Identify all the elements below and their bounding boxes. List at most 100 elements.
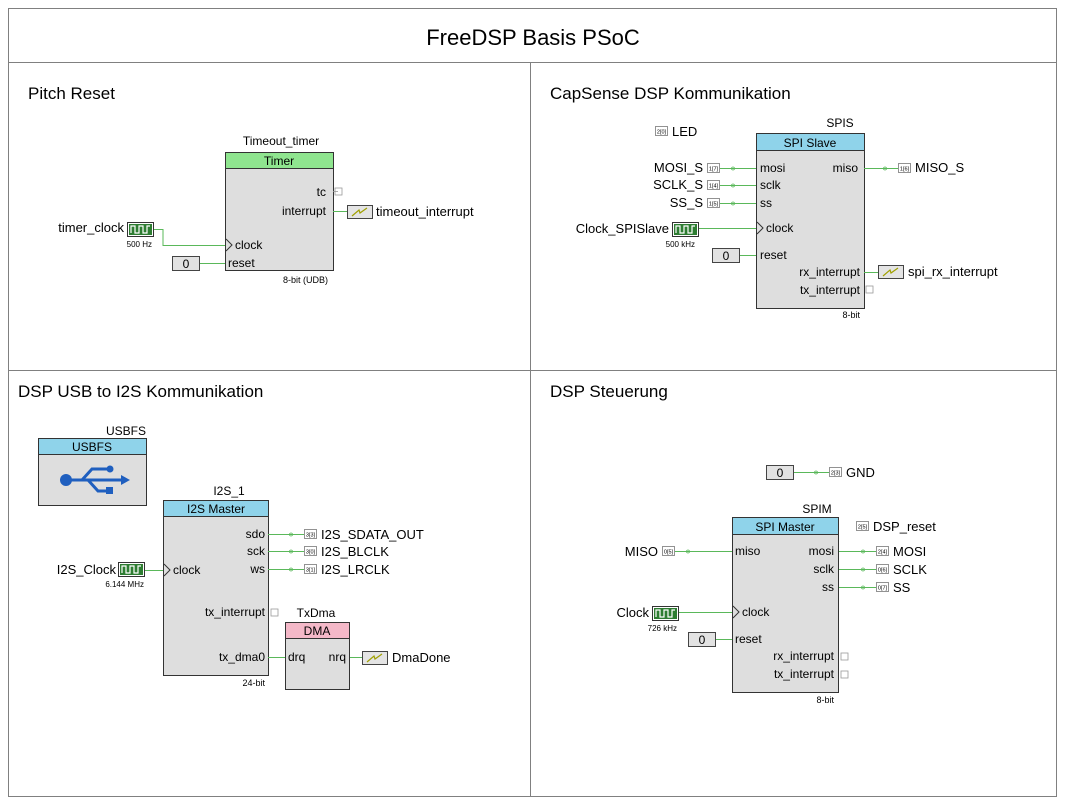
- spim-pin-tx-interrupt: tx_interrupt: [774, 667, 835, 681]
- timeout-interrupt-label: timeout_interrupt: [376, 204, 474, 219]
- svg-text:3[0]: 3[0]: [306, 550, 316, 556]
- svg-text:0[5]: 0[5]: [664, 550, 674, 556]
- mosi-s-pin-marker: 1[7]: [707, 163, 720, 173]
- section-pitch-reset: Pitch Reset Timeout_timer Timer tc inter…: [28, 84, 474, 285]
- sclk-pin-marker: 0[6]: [876, 564, 889, 574]
- spis-pin-clock: clock: [766, 221, 794, 235]
- timer-footer: 8-bit (UDB): [283, 275, 328, 285]
- spis-tx-open-terminal: [865, 285, 874, 294]
- section-steuerung: DSP Steuerung 0 2[3] GND 2[5] DSP_reset …: [550, 382, 936, 705]
- i2s-pin-tx-interrupt: tx_interrupt: [205, 605, 266, 619]
- svg-text:0: 0: [723, 249, 730, 263]
- spim-tx-open-terminal: [840, 670, 849, 679]
- usbfs-component[interactable]: USBFS: [38, 438, 147, 506]
- spis-pin-rx-interrupt: rx_interrupt: [799, 265, 860, 279]
- spim-pin-clock: clock: [742, 605, 770, 619]
- gnd-label: GND: [846, 465, 875, 480]
- i2s-clock-marker: [163, 563, 171, 577]
- usbfs-instance-name: USBFS: [106, 424, 146, 438]
- i2s-clock-freq: 6.144 MHz: [105, 580, 144, 589]
- sdata-out-label: I2S_SDATA_OUT: [321, 527, 424, 542]
- sclk-s-pin-marker: 1[4]: [707, 180, 720, 190]
- spis-reset-constant[interactable]: 0: [712, 248, 740, 264]
- reset-constant[interactable]: 0: [172, 256, 200, 272]
- svg-text:0[7]: 0[7]: [878, 586, 888, 592]
- i2s-type-label: I2S Master: [187, 502, 245, 516]
- sheet-frame: [8, 8, 1057, 797]
- spim-footer: 8-bit: [816, 695, 834, 705]
- svg-text:1[5]: 1[5]: [709, 202, 719, 208]
- dma-pin-drq: drq: [288, 650, 305, 664]
- lightning-icon: [351, 207, 368, 217]
- timer-pin-tc: tc: [317, 185, 326, 199]
- mosi-s-label: MOSI_S: [654, 160, 703, 175]
- section-capsense: CapSense DSP Kommunikation 2[0] LED SPIS…: [550, 84, 998, 320]
- spi-rx-interrupt-label: spi_rx_interrupt: [908, 264, 998, 279]
- spi-slave-header: [756, 133, 865, 151]
- sclk-s-label: SCLK_S: [653, 177, 703, 192]
- usb-icon: [60, 465, 130, 494]
- i2s-instance-name: I2S_1: [213, 484, 245, 498]
- svg-text:1[6]: 1[6]: [900, 167, 910, 173]
- section-title-pitch-reset: Pitch Reset: [28, 84, 115, 103]
- lrclk-pin-marker: 3[1]: [304, 564, 317, 574]
- dma-done-label: DmaDone: [392, 650, 451, 665]
- spis-pin-reset: reset: [760, 248, 787, 262]
- i2s-footer: 24-bit: [242, 678, 265, 688]
- spim-clock-icon[interactable]: [652, 606, 679, 621]
- spim-pin-miso: miso: [735, 544, 761, 558]
- svg-text:3[3]: 3[3]: [306, 533, 316, 539]
- spi-master-type-label: SPI Master: [755, 520, 814, 534]
- spim-pin-mosi: mosi: [809, 544, 834, 558]
- blclk-label: I2S_BLCLK: [321, 544, 389, 559]
- section-title-capsense: CapSense DSP Kommunikation: [550, 84, 791, 103]
- dsp-reset-label: DSP_reset: [873, 519, 936, 534]
- lightning-icon: [366, 653, 383, 663]
- svg-text:2[4]: 2[4]: [878, 550, 888, 556]
- i2s-tx-open-terminal: [270, 608, 279, 617]
- mosi-pin-marker: 2[4]: [876, 546, 889, 556]
- svg-text:2[3]: 2[3]: [831, 471, 841, 477]
- timer-header: [225, 152, 334, 169]
- spim-rx-open-terminal: [840, 652, 849, 661]
- spim-reset-constant[interactable]: 0: [688, 632, 716, 648]
- svg-text:2[0]: 2[0]: [657, 130, 667, 136]
- i2s-pin-tx-dma0: tx_dma0: [219, 650, 265, 664]
- spi-master-component[interactable]: SPI Master miso mosi sclk ss clock reset…: [732, 517, 839, 693]
- ss-pin-marker: 0[7]: [876, 582, 889, 592]
- dma-pin-nrq: nrq: [329, 650, 346, 664]
- led-label: LED: [672, 124, 697, 139]
- i2s-master-component[interactable]: I2S Master sdo sck ws clock tx_interrupt…: [163, 500, 269, 676]
- svg-text:0: 0: [183, 257, 190, 271]
- usbfs-type-label: USBFS: [72, 440, 112, 454]
- gnd-constant[interactable]: 0: [766, 465, 794, 481]
- sheet-title: FreeDSP Basis PSoC: [426, 25, 640, 50]
- lrclk-label: I2S_LRCLK: [321, 562, 390, 577]
- sclk-label: SCLK: [893, 562, 927, 577]
- dsp-reset-pin-marker: 2[5]: [856, 521, 869, 531]
- dma-component[interactable]: DMA drq nrq: [285, 622, 350, 690]
- miso-pin-marker: 0[5]: [662, 546, 675, 556]
- spi-slave-component[interactable]: SPI Slave mosi miso sclk ss clock reset …: [756, 133, 865, 309]
- i2s-clock-icon[interactable]: [118, 562, 145, 577]
- spis-pin-miso: miso: [833, 161, 859, 175]
- spis-clock-icon[interactable]: [672, 222, 699, 237]
- spim-pin-reset: reset: [735, 632, 762, 646]
- interrupt-symbol[interactable]: [347, 205, 373, 219]
- spim-instance-name: SPIM: [802, 502, 831, 516]
- miso-s-label: MISO_S: [915, 160, 964, 175]
- ss-s-label: SS_S: [670, 195, 704, 210]
- spis-interrupt-symbol[interactable]: [878, 265, 904, 279]
- spim-pin-rx-interrupt: rx_interrupt: [773, 649, 834, 663]
- spi-slave-type-label: SPI Slave: [784, 136, 837, 150]
- timer-component[interactable]: Timer tc interrupt clock reset: [225, 152, 334, 271]
- clock-icon[interactable]: [127, 222, 154, 237]
- i2s-pin-sck: sck: [247, 544, 266, 558]
- clock-wire: [154, 229, 225, 246]
- dma-done-interrupt-symbol[interactable]: [362, 651, 388, 665]
- section-title-usb-i2s: DSP USB to I2S Kommunikation: [18, 382, 263, 401]
- section-title-steuerung: DSP Steuerung: [550, 382, 668, 401]
- i2s-clock-name: I2S_Clock: [57, 562, 117, 577]
- usbfs-header: [38, 438, 147, 455]
- spim-clock-name: Clock: [616, 605, 649, 620]
